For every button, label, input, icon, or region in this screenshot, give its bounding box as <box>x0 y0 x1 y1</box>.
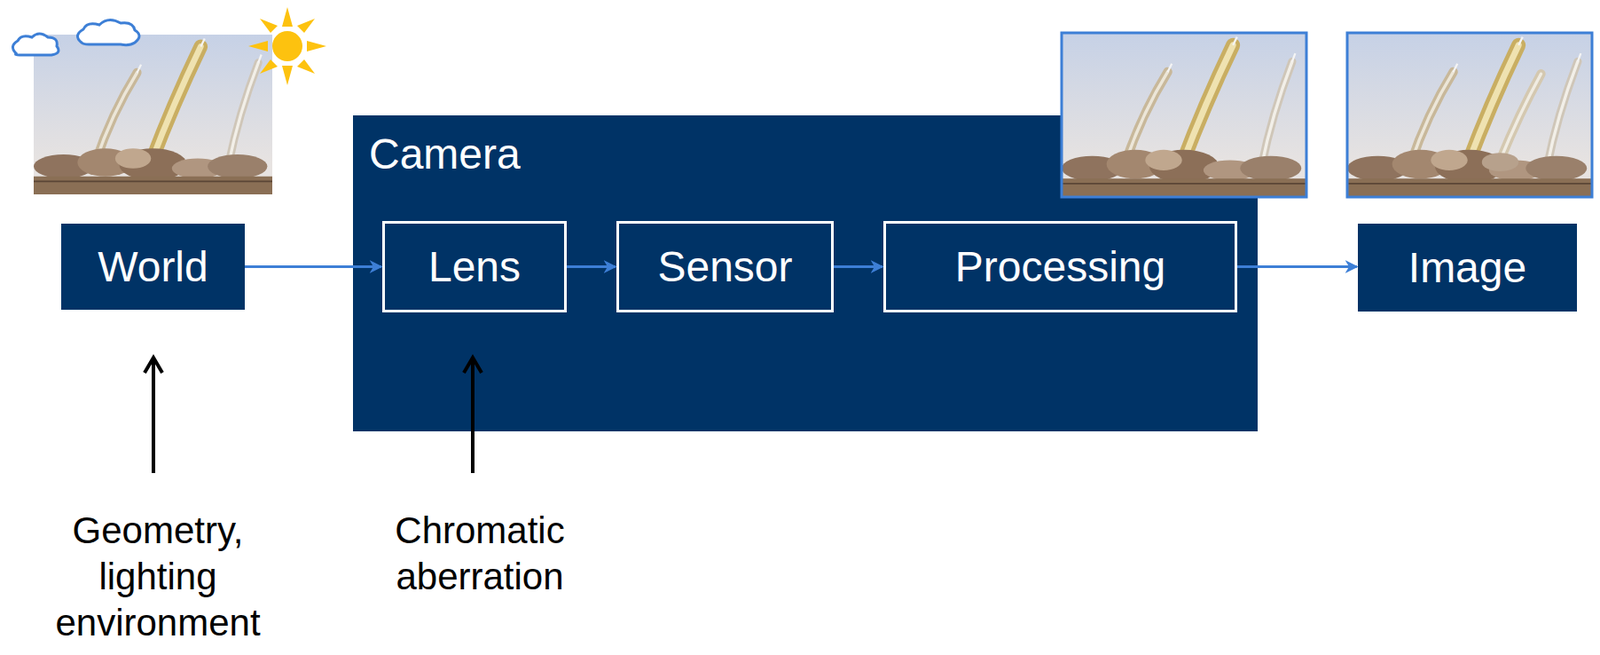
world-photo <box>33 34 273 195</box>
sun-icon <box>248 7 327 86</box>
flow-arrow <box>566 265 616 268</box>
box-label: World <box>97 242 208 291</box>
cloud-icon <box>12 19 140 55</box>
camera-group: CameraLens Sensor Processing <box>352 115 1258 432</box>
flow-arrow <box>244 265 382 268</box>
stage-box: Image <box>1357 223 1577 312</box>
stage-box: Sensor <box>616 220 834 313</box>
box-label: Processing <box>955 242 1166 291</box>
box-label: Sensor <box>657 242 793 291</box>
stage-box: Processing <box>883 220 1238 313</box>
annotation-label: Chromatic aberration <box>364 507 596 600</box>
group-title: Camera <box>368 129 521 179</box>
photo-frame <box>1347 32 1593 197</box>
raw-photo <box>1061 32 1307 197</box>
box-label: Image <box>1408 243 1527 292</box>
annotation-label: Geometry, lighting environment <box>42 507 274 646</box>
stage-box: World <box>61 223 245 310</box>
leader-arrow <box>144 357 163 473</box>
box-label: Lens <box>428 242 521 291</box>
flow-arrow <box>1237 265 1357 268</box>
photo-frame <box>1061 32 1307 197</box>
stage-box: Lens <box>382 220 567 313</box>
leader-arrow <box>463 357 482 473</box>
flow-arrow <box>833 265 883 268</box>
edited-photo <box>1347 32 1593 197</box>
